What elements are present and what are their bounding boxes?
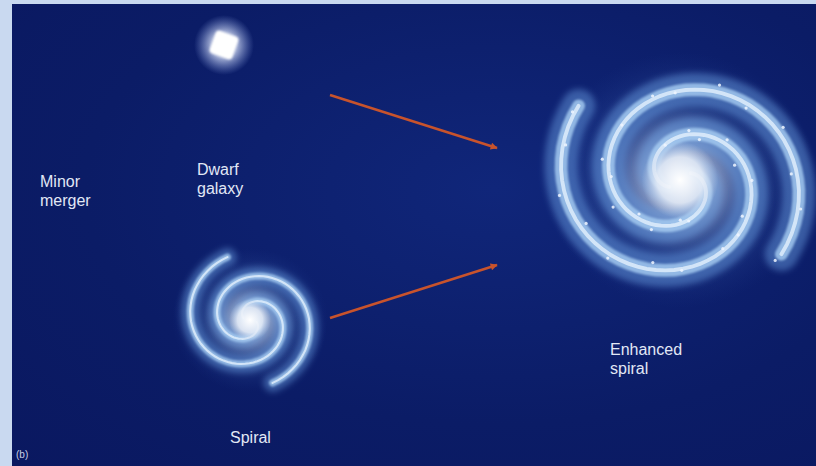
star-cluster xyxy=(674,91,677,94)
galaxy-node: Spiral xyxy=(170,240,330,455)
star-cluster xyxy=(558,194,561,197)
galaxy-node: Enhanced spiral xyxy=(497,40,807,395)
spiral-arm xyxy=(190,257,283,364)
galaxy-core xyxy=(642,142,719,219)
star-cluster xyxy=(721,247,724,250)
galaxy-core xyxy=(229,299,271,341)
enhanced-spiral-picture xyxy=(545,52,815,308)
star-cluster xyxy=(782,126,785,129)
spiral-arm-glow xyxy=(561,106,752,271)
panel-letter: (b) xyxy=(16,449,46,461)
star-cluster xyxy=(679,219,682,222)
spiral-arm-highlight xyxy=(561,106,752,271)
star-cluster xyxy=(733,164,736,167)
star-cluster xyxy=(698,138,701,141)
star-cluster xyxy=(774,259,777,262)
galaxy-label: Spiral xyxy=(230,428,310,447)
star-cluster xyxy=(741,215,744,218)
star-cluster xyxy=(612,206,615,209)
spiral-arm-highlight xyxy=(608,90,799,255)
star-cluster xyxy=(610,175,613,178)
spiral-arm xyxy=(561,106,752,271)
dwarf-glow xyxy=(194,15,254,75)
star-cluster xyxy=(601,158,604,161)
process-label: Minor merger xyxy=(40,172,102,210)
star-cluster xyxy=(651,94,654,97)
spiral-disk xyxy=(172,248,328,392)
dwarf-galaxy-picture xyxy=(194,15,254,75)
star-cluster xyxy=(726,138,729,141)
spiral-arm-glow xyxy=(608,90,799,255)
star-cluster xyxy=(745,107,748,110)
star-cluster xyxy=(637,212,640,215)
star-cluster xyxy=(650,228,653,231)
star-cluster xyxy=(750,179,753,182)
galaxy-node: Dwarf galaxy xyxy=(180,10,330,215)
star-cluster xyxy=(718,84,721,87)
star-cluster xyxy=(620,124,623,127)
star-cluster xyxy=(799,207,802,210)
merger-arrow xyxy=(330,265,497,318)
star-cluster xyxy=(571,110,574,113)
star-cluster xyxy=(651,261,654,264)
star-cluster xyxy=(687,219,690,222)
star-cluster xyxy=(564,143,567,146)
star-cluster xyxy=(680,269,683,272)
spiral-galaxy-picture xyxy=(172,248,328,392)
spiral-arm-glow xyxy=(190,257,283,364)
spiral-arm-highlight xyxy=(190,257,283,364)
enhanced-disk xyxy=(545,52,815,308)
star-cluster xyxy=(606,257,609,260)
star-cluster xyxy=(790,172,793,175)
dwarf-core xyxy=(209,30,240,61)
merger-arrow xyxy=(330,95,497,148)
star-cluster xyxy=(687,129,690,132)
galaxy-label: Enhanced spiral xyxy=(610,340,702,378)
star-cluster xyxy=(585,222,588,225)
star-cluster xyxy=(737,233,740,236)
galaxy-label: Dwarf galaxy xyxy=(197,160,269,198)
spiral-arm xyxy=(608,90,799,255)
